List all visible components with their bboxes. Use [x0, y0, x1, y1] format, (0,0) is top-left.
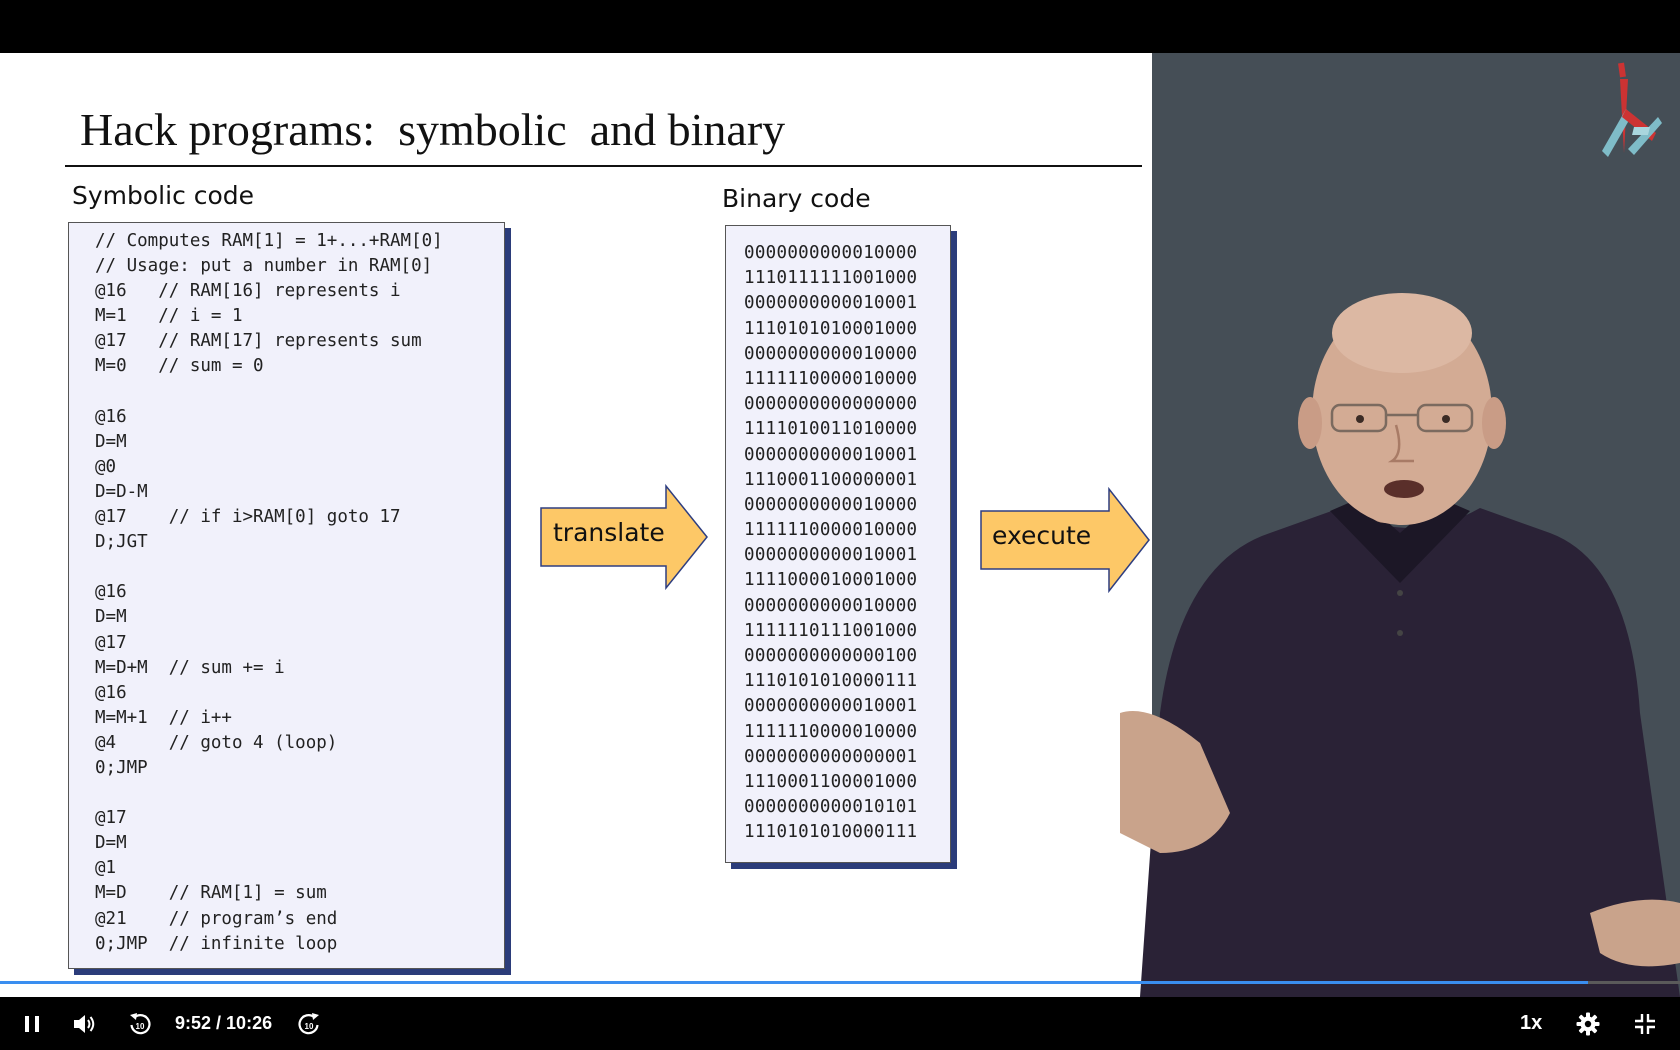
settings-icon — [1576, 1012, 1600, 1035]
symbolic-code-line: D=M — [95, 431, 127, 452]
symbolic-code-line: M=D+M // sum += i — [95, 657, 285, 678]
binary-code-line: 1111110000010000 — [744, 368, 918, 389]
execute-label: execute — [992, 521, 1092, 550]
execute-arrow: execute — [979, 487, 1151, 593]
binary-code-line: 1110001100000001 — [744, 469, 918, 490]
binary-code-line: 0000000000010001 — [744, 444, 918, 465]
symbolic-code-line: D=M — [95, 607, 127, 628]
translate-label: translate — [553, 518, 665, 547]
forward-10-button[interactable]: 10 — [293, 997, 325, 1050]
course-logo — [1598, 61, 1664, 173]
time-display: 9:52 / 10:26 — [175, 997, 272, 1050]
symbolic-code-line: // Computes RAM[1] = 1+...+RAM[0] — [95, 231, 443, 251]
exit-fullscreen-button[interactable] — [1630, 997, 1660, 1050]
current-time: 9:52 — [175, 1013, 212, 1033]
binary-code-line: 0000000000010000 — [744, 243, 918, 263]
symbolic-code-line: @16 — [95, 406, 127, 427]
binary-code-line: 0000000000010000 — [744, 343, 918, 364]
symbolic-code-line: @17 — [95, 808, 127, 829]
binary-code-line: 0000000000000001 — [744, 746, 918, 767]
binary-code-line: 0000000000010101 — [744, 797, 918, 818]
player-controls: 10 9:52 / 10:26 10 1x — [0, 997, 1680, 1050]
progress-bar[interactable] — [0, 981, 1680, 984]
rewind-10-icon: 10 — [130, 1012, 151, 1034]
rewind-seconds: 10 — [136, 1022, 145, 1031]
symbolic-code-line: @16 — [95, 582, 127, 603]
arrow-right-icon — [980, 487, 1150, 593]
binary-code-line: 0000000000010001 — [744, 696, 918, 717]
symbolic-code-line: @0 — [95, 456, 117, 477]
exit-fullscreen-icon — [1635, 1013, 1655, 1034]
binary-code-line: 1110101010000111 — [744, 822, 918, 843]
duration: 10:26 — [226, 1013, 273, 1033]
symbolic-code-line: 0;JMP — [95, 757, 148, 778]
binary-code-label: Binary code — [722, 184, 871, 213]
symbolic-code-panel: // Computes RAM[1] = 1+...+RAM[0] // Usag… — [68, 222, 505, 969]
symbolic-code-line: @17 // RAM[17] represents sum — [95, 331, 422, 352]
binary-code-line: 0000000000000000 — [744, 394, 918, 415]
symbolic-code-line: @16 — [95, 682, 127, 703]
binary-code-line: 1111110111001000 — [744, 620, 918, 641]
pause-icon — [25, 1015, 39, 1032]
title-divider — [65, 165, 1142, 167]
symbolic-code-line: @17 // if i>RAM[0] goto 17 — [95, 507, 401, 528]
binary-code-line: 1111110000010000 — [744, 520, 918, 541]
binary-code-line: 1111010011010000 — [744, 419, 918, 440]
settings-button[interactable] — [1573, 997, 1603, 1050]
video-frame[interactable]: Hack programs: symbolic and binary Symbo… — [0, 53, 1680, 997]
binary-code-line: 0000000000010000 — [744, 595, 918, 616]
symbolic-code-line — [95, 781, 504, 806]
forward-seconds: 10 — [305, 1022, 314, 1031]
binary-code-line: 0000000000010000 — [744, 494, 918, 515]
symbolic-code-line: @1 — [95, 858, 117, 879]
slide-title: Hack programs: symbolic and binary — [80, 104, 786, 155]
symbolic-code-line: M=1 // i = 1 — [95, 306, 243, 327]
symbolic-code-line: M=M+1 // i++ — [95, 707, 232, 728]
binary-code-line: 1111110000010000 — [744, 721, 918, 742]
time-separator: / — [211, 1013, 227, 1033]
rewind-10-button[interactable]: 10 — [124, 997, 156, 1050]
symbolic-code-line: D=D-M — [95, 481, 148, 502]
pause-button[interactable] — [16, 997, 48, 1050]
binary-code-line: 0000000000010001 — [744, 545, 918, 566]
binary-code-line: 0000000000010001 — [744, 293, 918, 314]
symbolic-code-line: D=M — [95, 833, 127, 854]
symbolic-code-line — [95, 380, 504, 405]
binary-code-line: 0000000000000100 — [744, 646, 918, 666]
binary-code-panel: 0000000000010000 1110111111001000 00000000… — [725, 225, 951, 863]
symbolic-code-line: @4 // goto 4 (loop) — [95, 732, 338, 753]
volume-button[interactable] — [68, 997, 100, 1050]
volume-icon — [74, 1014, 95, 1033]
binary-code-line: 1110101010001000 — [744, 318, 918, 339]
symbolic-code-line: @21 // program’s end — [95, 908, 338, 929]
presenter-video — [1120, 293, 1680, 997]
arrow-right-icon — [540, 484, 708, 590]
symbolic-code-line — [95, 555, 504, 580]
progress-fill — [0, 981, 1588, 984]
symbolic-code-line: @17 — [95, 632, 127, 653]
binary-code-line: 1110001100001000 — [744, 771, 918, 792]
symbolic-code-line: // Usage: put a number in RAM[0] — [95, 256, 433, 277]
symbolic-code-label: Symbolic code — [72, 181, 255, 210]
forward-10-icon: 10 — [298, 1012, 319, 1034]
binary-code-line: 1110101010000111 — [744, 671, 918, 692]
translate-arrow: translate — [539, 484, 709, 590]
playback-speed-button[interactable]: 1x — [1520, 1012, 1543, 1034]
slide: Hack programs: symbolic and binary Symbo… — [0, 53, 1152, 997]
symbolic-code-line: @16 // RAM[16] represents i — [95, 281, 401, 302]
symbolic-code-line: 0;JMP // infinite loop — [95, 933, 338, 954]
binary-code-line: 1111000010001000 — [744, 570, 918, 591]
binary-code-line: 1110111111001000 — [744, 268, 918, 289]
symbolic-code-line: M=D // RAM[1] = sum — [95, 883, 327, 904]
symbolic-code-line: D;JGT — [95, 532, 148, 553]
symbolic-code-line: M=0 // sum = 0 — [95, 356, 264, 377]
